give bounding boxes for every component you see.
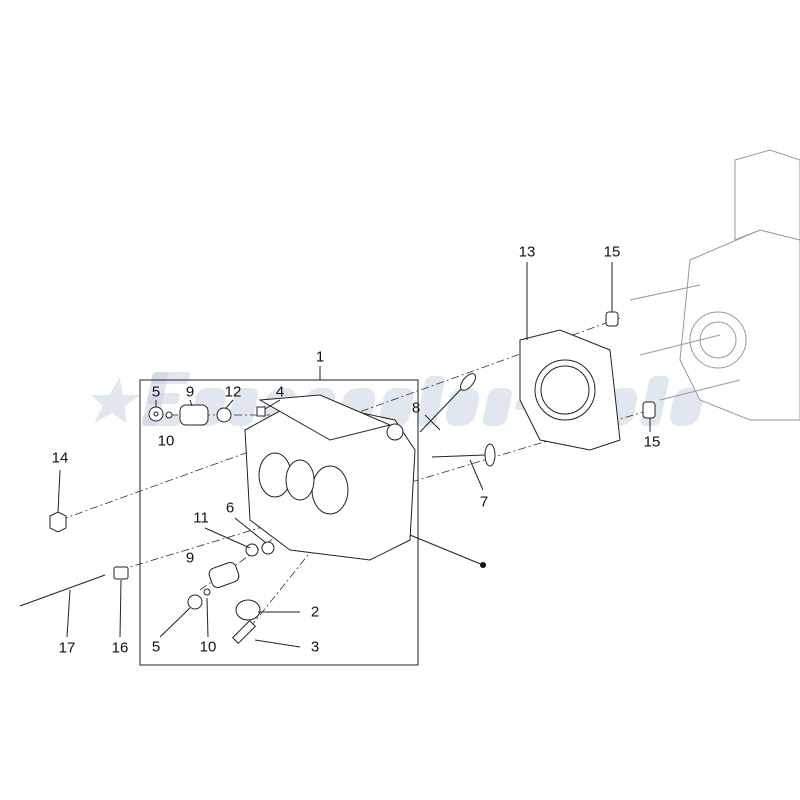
valve-spring-upper [148,404,266,426]
leader-lines [57,262,651,648]
dowel-pin-top [605,311,619,327]
callout-10: 10 [157,432,175,450]
callout-5: 5 [151,638,161,656]
valve-7-drawing [431,443,496,467]
callout-5: 5 [151,383,161,401]
callout-9: 9 [185,383,195,401]
assembly-box [139,379,419,666]
callout-8: 8 [411,399,421,417]
callout-14: 14 [51,449,69,467]
gasket-drawing [519,329,621,451]
callout-11: 11 [193,509,209,527]
callout-15: 15 [603,243,621,261]
stud-3-drawing [231,619,257,645]
callout-7: 7 [479,493,489,511]
callout-4: 4 [275,383,285,401]
callout-2: 2 [310,603,320,621]
stud-bolt-drawing [19,574,106,607]
valve-spring-lower [187,541,275,610]
engine-block-drawing [629,149,800,421]
bushing-drawing [113,566,129,580]
callout-9: 9 [185,549,195,567]
callout-6: 6 [225,499,235,517]
callout-1: 1 [315,348,325,366]
callout-17: 17 [58,639,76,657]
callout-3: 3 [310,638,320,656]
valve-8-drawing [419,373,476,433]
callout-13: 13 [518,243,536,261]
callout-16: 16 [111,639,129,657]
nut-drawing [49,511,67,533]
o-ring-drawing [235,599,261,621]
callout-10: 10 [199,638,217,656]
dowel-pin-bottom [642,401,656,419]
callout-15: 15 [643,433,661,451]
cylinder-head-drawing [244,394,416,561]
callout-12: 12 [224,383,242,401]
